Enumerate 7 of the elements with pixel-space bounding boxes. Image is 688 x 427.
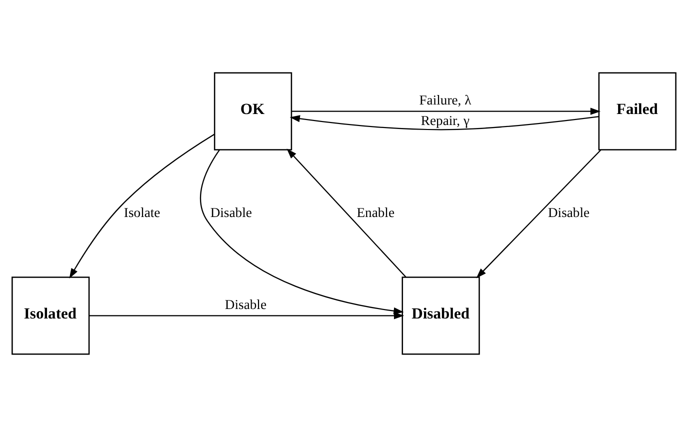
edge-label: Repair, γ xyxy=(420,113,470,128)
edge-label: Failure, λ xyxy=(419,92,472,108)
edge-label: Isolate xyxy=(124,205,160,220)
edge-label: Disable xyxy=(548,205,590,220)
edge-label: Disable xyxy=(210,205,252,220)
edge-label: Enable xyxy=(356,205,395,220)
edge-label: Disable xyxy=(224,297,267,312)
